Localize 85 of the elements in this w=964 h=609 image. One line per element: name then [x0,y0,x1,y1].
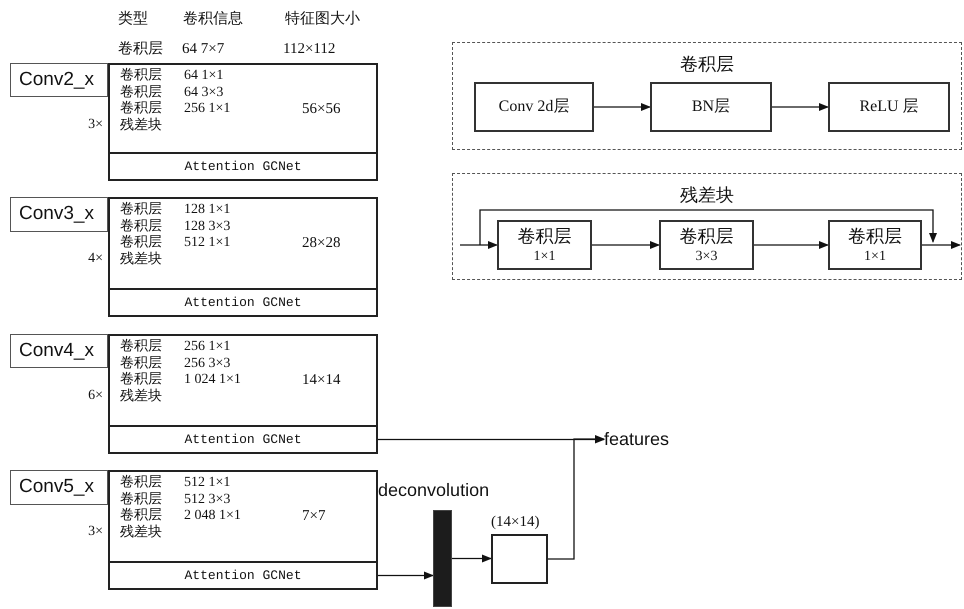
table-cell: 112×112 [283,41,336,57]
conv-info: 512 1×1 [184,235,230,252]
layer-box [497,220,592,270]
layer-type: 卷积层 [120,202,163,218]
layer-type: 卷积层 [120,84,163,100]
arrow [922,241,961,249]
feature-map-size: 14×14 [302,372,340,388]
layer-name: 卷积层 [680,225,734,248]
conv-info: 256 1×1 [184,101,230,118]
output-label: features [604,428,670,450]
layer-name: ReLU 层 [859,97,919,117]
dashed-group-frame [452,42,962,150]
conv-info: 128 1×1 [184,202,230,218]
conv-info: 512 3×3 [184,492,232,508]
node-label: 4× [88,251,103,266]
layer-type: 卷积层 [120,68,163,84]
conv-info: 256 3×3 [184,356,232,372]
layer-type: 卷积层 [120,372,163,388]
feature-map-size: 7×7 [302,508,326,524]
layer-name: Conv 2d层 [498,97,570,117]
layer-type: 卷积层 [120,218,163,234]
table-cell: 64 7×7 [182,41,224,57]
module-name: Attention GCNet [184,158,302,176]
group-title: 卷积层 [680,54,734,74]
layer-box [659,220,754,270]
dashed-group-frame [452,173,962,280]
arrow [592,241,660,249]
layer-name: 卷积层 [848,225,902,248]
kernel-size: 1×1 [864,248,886,265]
layer-name: 卷积层 [518,225,572,248]
conv-info: 64 3×3 [184,84,224,101]
stage-box [108,197,378,317]
conv-info: 1 024 1×1 [184,372,241,388]
node-label: (14×14) [491,514,540,530]
kernel-size: 1×1 [534,248,556,265]
column-header: 类型 [118,11,148,27]
module-name: Attention GCNet [184,566,302,585]
stage-box [108,63,378,181]
layer-type: 卷积层 [120,235,163,252]
conv-info: 2 048 1×1 [184,508,241,524]
column-header: 特征图大小 [285,11,360,27]
stage-box [108,470,378,590]
stage-name: Conv3_x [19,202,94,226]
layer-box [650,82,772,132]
layer-box [828,82,950,132]
layer-type: 卷积层 [120,101,163,118]
node-label: 6× [88,388,103,403]
layer-type: 卷积层 [120,356,163,372]
stage-box [108,334,378,454]
feature-map-size: 56×56 [302,101,340,117]
layer-box [828,220,922,270]
layer-type: 卷积层 [120,508,163,524]
group-title: 残差块 [680,185,734,205]
conv-info: 512 1×1 [184,475,232,492]
conv-info: 256 1×1 [184,339,232,356]
arrow [452,554,492,562]
conv-info: 64 1×1 [184,68,224,84]
node-label: 3× [88,524,103,539]
conv-info: 128 3×3 [184,218,230,235]
layer-type: 卷积层 [120,339,163,356]
stage-name: Conv2_x [19,68,94,92]
table-cell: 卷积层 [118,41,163,57]
layer-box [474,82,594,132]
arrow [378,572,434,580]
block-type: 残差块 [120,388,162,404]
block-type: 残差块 [120,118,162,132]
layer-name: BN层 [692,97,730,117]
module-name: Attention GCNet [184,430,302,449]
arrow [772,103,829,111]
stage-name: Conv5_x [19,475,94,500]
layer-type: 卷积层 [120,492,163,508]
block-type: 残差块 [120,252,162,266]
layer-type: 卷积层 [120,475,163,492]
arrow [594,103,651,111]
arrow [460,241,498,249]
column-header: 卷积信息 [183,11,243,27]
arrow [548,435,605,560]
kernel-size: 3×3 [696,248,718,265]
node-label: 3× [88,117,103,132]
node-label: deconvolution [378,480,490,500]
arrow [754,241,829,249]
module-name: Attention GCNet [184,294,302,312]
feature-map-size: 28×28 [302,235,340,251]
stage-name: Conv4_x [19,338,94,363]
block-type: 残差块 [120,524,162,540]
